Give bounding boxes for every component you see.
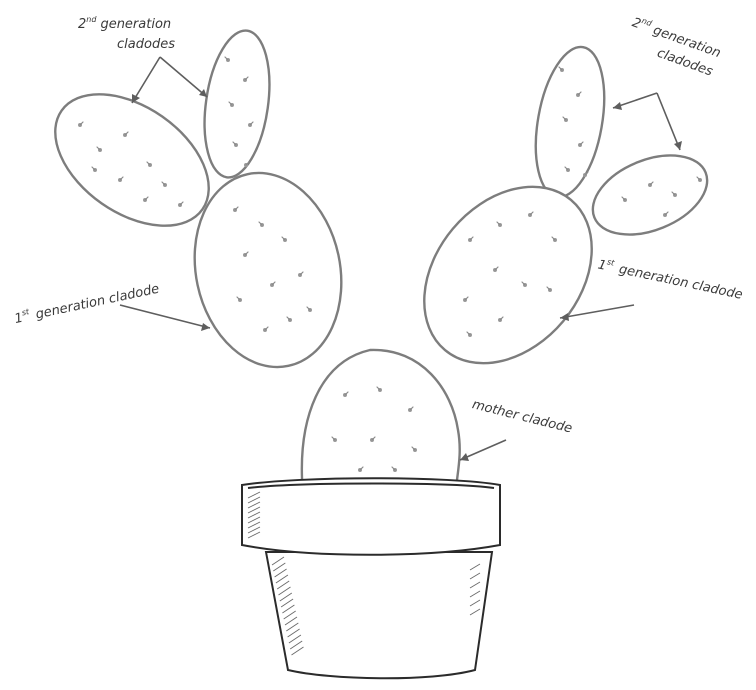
- arrow-gen2-left-b: [160, 57, 207, 97]
- pot-body: [266, 552, 492, 678]
- arrow-gen1-left: [120, 305, 210, 331]
- flower-pot: [242, 478, 500, 678]
- left-upper-second-generation-cladode: [196, 26, 278, 181]
- label-mother: mother cladode: [471, 397, 574, 436]
- arrow-mother: [460, 440, 506, 461]
- right-first-generation-cladode: [390, 154, 626, 397]
- pot-rim: [242, 478, 500, 555]
- right-upper-second-generation-cladode: [525, 42, 614, 203]
- svg-text:mother cladode: mother cladode: [471, 397, 574, 436]
- label-gen2-right: 2ndgeneration cladodes: [623, 13, 723, 80]
- arrow-gen2-right-b: [657, 93, 682, 150]
- mother-cladode: [302, 350, 460, 488]
- arrow-gen2-right-a: [613, 93, 657, 110]
- arrow-gen2-left-a: [132, 57, 160, 103]
- right-outer-second-generation-cladode: [581, 140, 718, 250]
- label-gen2-left-line2: cladodes: [117, 37, 175, 52]
